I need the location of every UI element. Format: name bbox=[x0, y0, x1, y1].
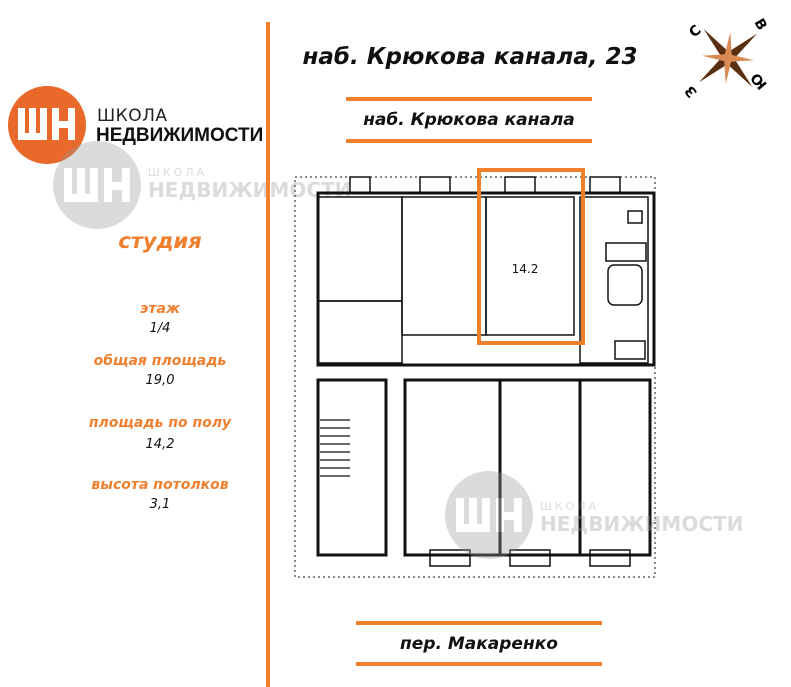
watermark-text1: ШКОЛА bbox=[148, 166, 208, 179]
ceiling-height-value: 3,1 bbox=[149, 497, 171, 512]
floor-plan-drawing bbox=[294, 176, 656, 578]
logo bbox=[8, 86, 86, 164]
divider bbox=[266, 22, 270, 687]
logo-text-line2: НЕДВИЖИМОСТИ bbox=[96, 125, 264, 146]
compass-east: В bbox=[751, 16, 770, 33]
street-top-label: наб. Крюкова канала bbox=[363, 110, 575, 130]
ceiling-height-label: высота потолков bbox=[91, 477, 229, 493]
room-area: 14.2 bbox=[511, 262, 539, 276]
logo-mark-icon bbox=[8, 86, 86, 164]
floor-plan bbox=[290, 165, 670, 589]
street-top-line-lower bbox=[346, 139, 592, 143]
floor-area-label: площадь по полу bbox=[88, 415, 232, 431]
total-area-value: 19,0 bbox=[145, 373, 175, 388]
watermark-logo-icon bbox=[445, 471, 533, 559]
floor-value: 1/4 bbox=[149, 321, 171, 336]
street-bottom-label: пер. Макаренко bbox=[400, 634, 558, 654]
compass: С В Ю З bbox=[680, 8, 785, 107]
watermark-text1: ШКОЛА bbox=[540, 500, 600, 513]
watermark-text2: НЕДВИЖИМОСТИ bbox=[540, 512, 744, 536]
floor-label: этаж bbox=[140, 301, 180, 317]
street-bottom-line-lower bbox=[356, 662, 602, 666]
total-area-label: общая площадь bbox=[93, 353, 227, 369]
compass-west: З bbox=[682, 82, 701, 100]
compass-rose-icon: С В Ю З bbox=[682, 16, 771, 100]
compass-north: С bbox=[686, 22, 704, 41]
street-bottom-line-upper bbox=[356, 621, 602, 625]
highlighted-room bbox=[477, 168, 585, 345]
watermark-left: ШКОЛА НЕДВИЖИМОСТИ bbox=[52, 140, 351, 234]
compass-south: Ю bbox=[748, 69, 771, 92]
watermark-right: ШКОЛА НЕДВИЖИМОСТИ bbox=[444, 470, 743, 564]
watermark-logo-icon bbox=[53, 141, 141, 229]
logo-text-line1: ШКОЛА bbox=[97, 106, 168, 126]
street-top-line-upper bbox=[346, 97, 592, 101]
floor-area-value: 14,2 bbox=[145, 437, 175, 452]
apartment-type: студия bbox=[118, 229, 202, 253]
address-title: наб. Крюкова канала, 23 bbox=[302, 44, 638, 70]
